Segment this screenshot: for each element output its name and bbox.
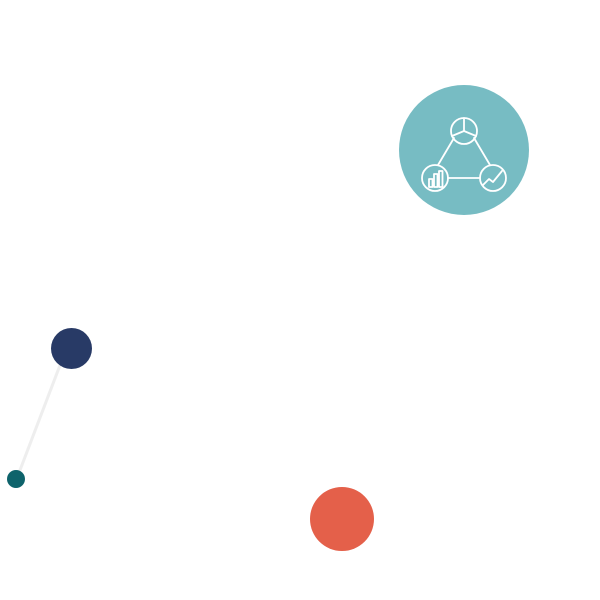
analytics-network-icon xyxy=(421,117,507,192)
line-chart-icon xyxy=(479,164,507,192)
bar-chart-icon xyxy=(421,164,449,192)
network-link-left xyxy=(437,137,455,166)
connector-segment xyxy=(15,358,64,480)
teal-dot xyxy=(7,470,25,488)
navy-dot xyxy=(51,328,92,369)
orange-dot xyxy=(310,487,374,551)
network-link-right xyxy=(473,137,491,166)
analytics-hub-circle xyxy=(399,85,529,215)
pie-chart-icon xyxy=(450,117,478,145)
